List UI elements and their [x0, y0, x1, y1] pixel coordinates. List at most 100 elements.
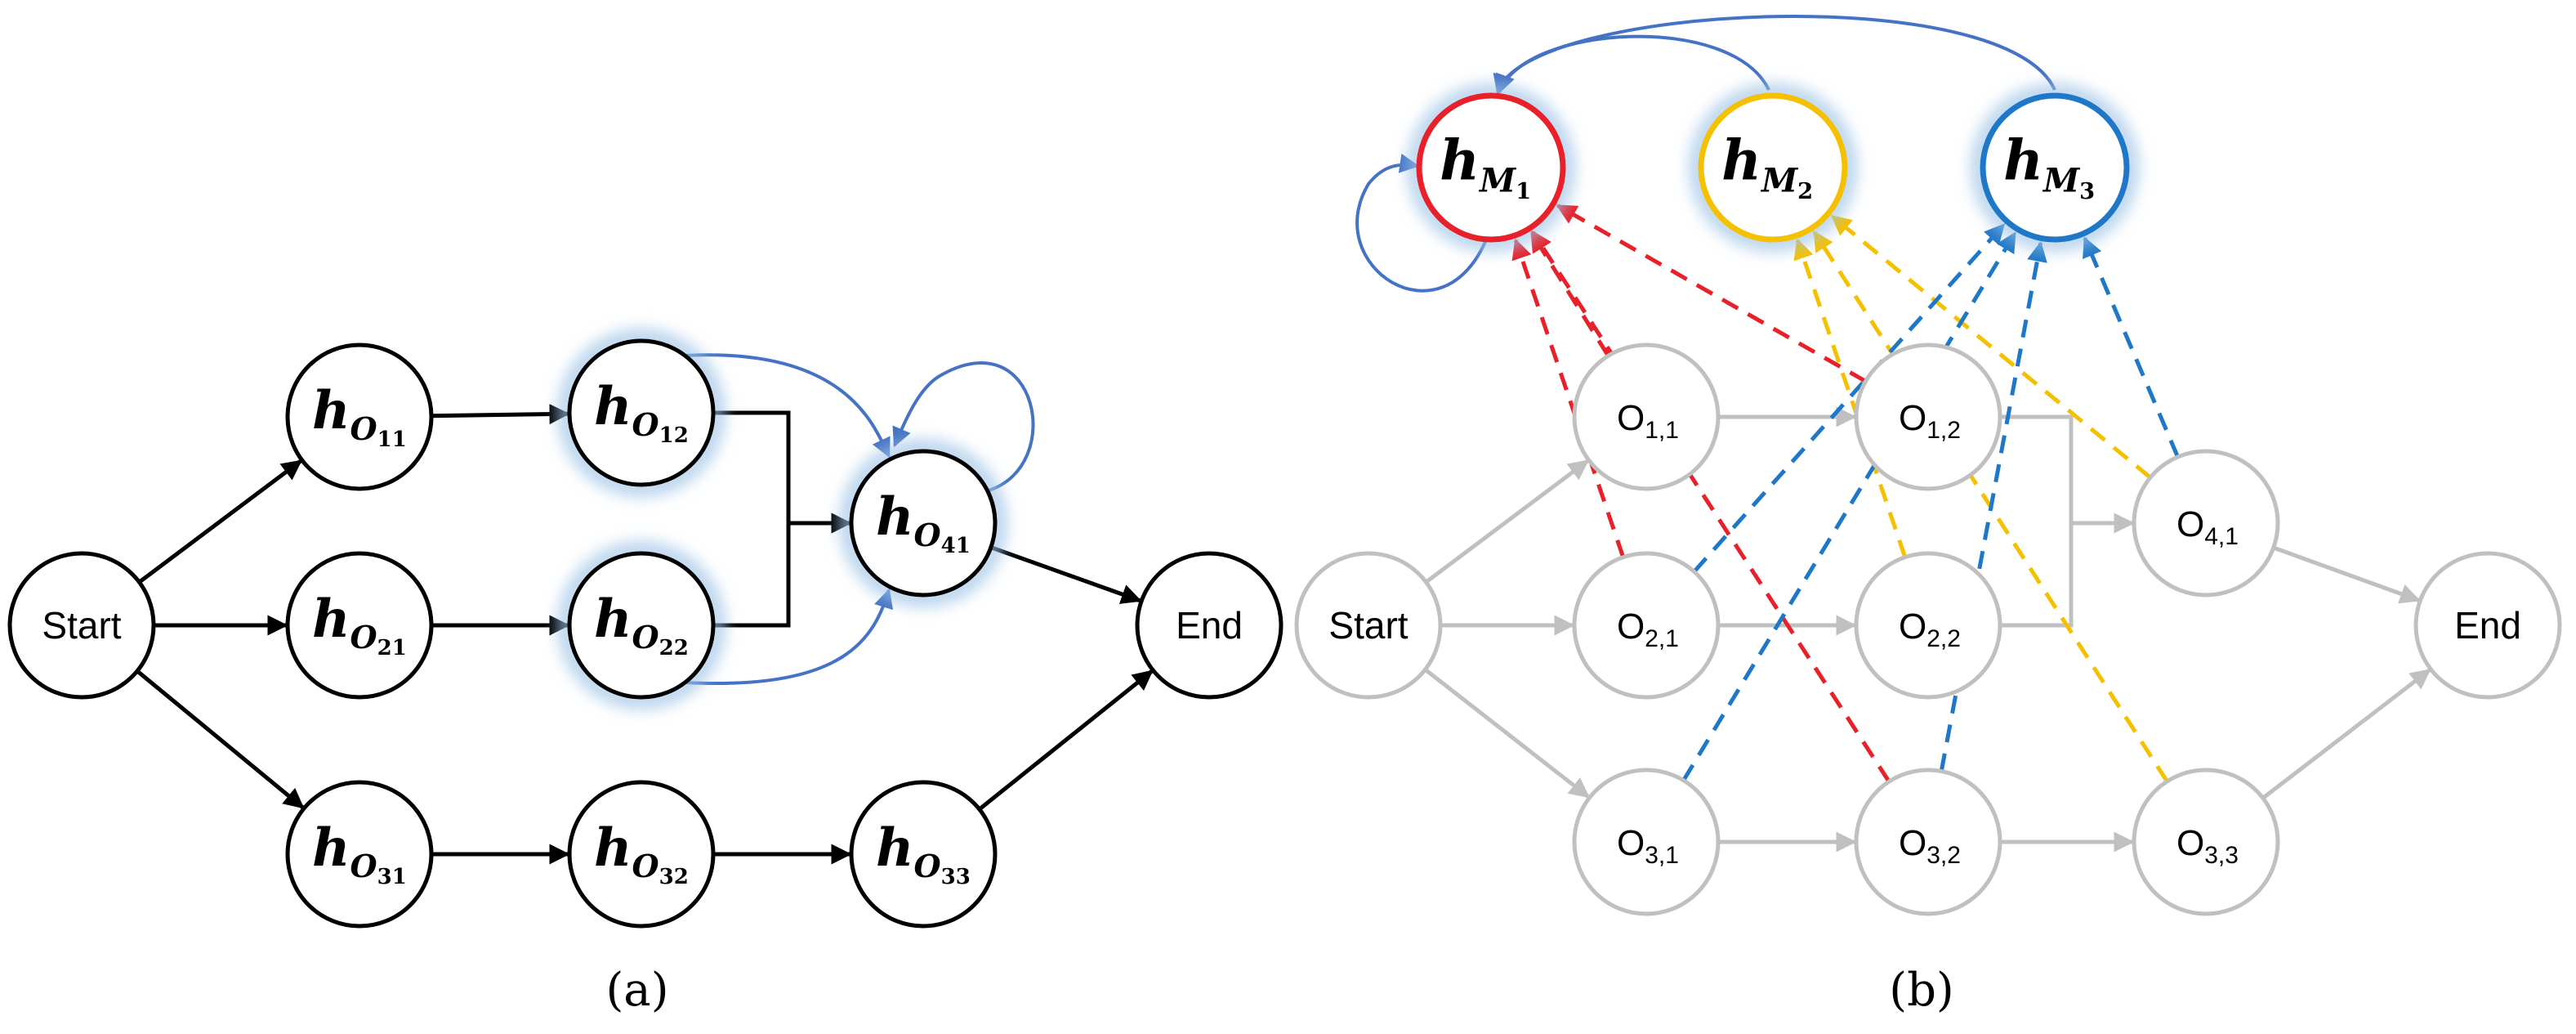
machine-m3-label: hM3 — [2003, 128, 2095, 204]
label-b-o41: O4,1 — [2176, 504, 2239, 550]
edge-a-o12-o41 — [713, 410, 852, 534]
circle-b-o33 — [2132, 768, 2280, 916]
node-a-start: Start — [7, 551, 156, 700]
node-a-o32-label: hO32 — [594, 817, 689, 889]
circle-b-o22 — [1854, 551, 2002, 700]
machine-m1-label: hM1 — [1440, 128, 1531, 204]
edge-a-start-o31 — [136, 669, 305, 809]
node-a-o31-label: hO31 — [312, 817, 407, 889]
label-b-o11: O1,1 — [1617, 398, 1679, 444]
node-a-o33: hO33 — [849, 780, 998, 929]
node-a-o22-label: hO22 — [594, 589, 689, 660]
circle-b-o12 — [1854, 342, 2002, 491]
machine-m2: hM2 — [1691, 86, 1855, 249]
label-b-start: Start — [1328, 604, 1408, 647]
node-b-o31: O3,1 — [1572, 768, 1721, 916]
node-a-o11: hO11 — [285, 342, 434, 491]
edge-b-o41-end — [2272, 545, 2421, 604]
circle-a-o31 — [285, 780, 434, 929]
label-b-end: End — [2454, 604, 2521, 647]
glow-a-o12 — [560, 331, 723, 495]
machine-m1: hM1 — [1409, 86, 1573, 249]
circle-b-o32 — [1854, 768, 2002, 916]
assign-edge-o22-m2 — [1793, 238, 1908, 558]
label-b-o32: O3,2 — [1899, 823, 1961, 869]
circle-m2 — [1698, 92, 1848, 243]
node-a-o21-label: hO21 — [312, 589, 407, 660]
circle-m1 — [1416, 92, 1566, 243]
circle-m3 — [1980, 92, 2130, 243]
label-b-o22: O2,2 — [1899, 607, 1961, 652]
glow-a-o22 — [560, 544, 723, 707]
caption-b: (b) — [1889, 964, 1954, 1017]
circle-a-end — [1135, 551, 1284, 700]
node-a-end: End — [1135, 551, 1284, 700]
node-b-o41: O4,1 — [2132, 449, 2280, 598]
node-a-o41-label: hO41 — [876, 486, 971, 558]
edge-b-o22-o41 — [2000, 513, 2135, 628]
machine-edge-m3-m1 — [1493, 14, 2056, 95]
label-b-o31: O3,1 — [1617, 823, 1679, 869]
node-b-o22: O2,2 — [1854, 551, 2002, 700]
assign-edge-o41-m3 — [2083, 236, 2180, 458]
machine-m3: hM3 — [1973, 86, 2136, 249]
label-a-end: End — [1176, 604, 1243, 647]
assign-edge-o21-m1 — [1511, 238, 1626, 558]
machine-m2-label: hM2 — [1721, 128, 1813, 204]
attention-edge-a-o41-o41 — [892, 361, 1035, 492]
circle-b-o41 — [2132, 449, 2280, 598]
node-b-o21: O2,1 — [1572, 551, 1721, 700]
panel-b-nodes: Start O1,1 O1,2O2,1 O2,2O3,1 O3,2 O3,3 O4,1End… — [1294, 86, 2562, 916]
circle-a-o12 — [567, 338, 716, 487]
assign-edge-o31-m3 — [1681, 231, 2017, 782]
node-a-o11-label: hO11 — [312, 380, 407, 452]
node-a-o12-label: hO12 — [594, 376, 689, 448]
edge-a-o33-end — [978, 669, 1154, 811]
circle-a-o21 — [285, 551, 434, 700]
node-a-o32: hO32 — [567, 780, 716, 929]
assign-edge-o12-m1 — [1556, 204, 1867, 383]
attention-edge-a-o22-o41 — [685, 588, 894, 685]
glow-m1 — [1409, 86, 1573, 249]
glow-a-o41 — [842, 441, 1005, 605]
circle-a-o32 — [567, 780, 716, 929]
label-b-o21: O2,1 — [1617, 607, 1679, 652]
assign-edge-o32-m1 — [1531, 230, 1891, 783]
circle-a-start — [7, 551, 156, 700]
glow-m3 — [1973, 86, 2136, 249]
assign-edge-o21-m3 — [1692, 223, 2006, 574]
label-b-o33: O3,3 — [2176, 823, 2239, 869]
node-b-o11: O1,1 — [1572, 342, 1721, 491]
glow-m2 — [1691, 86, 1855, 249]
attention-edge-a-o12-o41 — [685, 353, 891, 459]
node-a-o22: hO22 — [560, 544, 723, 707]
circle-b-end — [2413, 551, 2562, 700]
label-a-start: Start — [42, 604, 121, 647]
circle-a-o11 — [285, 342, 434, 491]
label-b-o12: O1,2 — [1899, 398, 1961, 444]
edge-a-o22-o41 — [713, 513, 852, 628]
node-b-start: Start — [1294, 551, 1443, 700]
machine-edge-m2-m1 — [1496, 34, 1770, 95]
panel-a-edges — [136, 353, 1154, 865]
node-a-o33-label: hO33 — [876, 817, 971, 889]
edge-a-start-o11 — [137, 459, 302, 584]
node-a-o31: hO31 — [285, 780, 434, 929]
edge-a-o41-end — [990, 545, 1142, 604]
circle-a-o41 — [849, 449, 998, 598]
circle-a-o33 — [849, 780, 998, 929]
circle-b-o11 — [1572, 342, 1721, 491]
circle-a-o22 — [567, 551, 716, 700]
edge-a-o11-o12 — [431, 404, 570, 425]
machine-edge-m1-m1 — [1355, 153, 1489, 293]
circle-b-o31 — [1572, 768, 1721, 916]
assign-edge-o41-m2 — [1830, 214, 2152, 480]
circle-b-start — [1294, 551, 1443, 700]
node-b-end: End — [2413, 551, 2562, 700]
node-b-o32: O3,2 — [1854, 768, 2002, 916]
node-b-o33: O3,3 — [2132, 768, 2280, 916]
edge-b-o33-end — [2261, 668, 2431, 800]
circle-b-o21 — [1572, 551, 1721, 700]
